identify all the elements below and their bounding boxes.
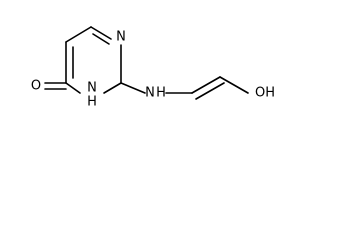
ring-nh-hydrogen-label: H	[87, 95, 97, 110]
amine-nitrogen-label: N	[145, 86, 155, 101]
ring-nh-nitrogen-label: N	[87, 81, 97, 96]
side-chain	[120, 76, 249, 100]
chemical-structure-diagram: N N H O N H OH	[31, 26, 275, 110]
bond-c2-n3	[103, 82, 122, 94]
bond-ch-ch-double-inner	[195, 82, 225, 100]
bond-ch-ch-double	[191, 76, 221, 94]
amine-hydrogen-label: H	[156, 86, 166, 101]
bond-c2-nh	[120, 82, 146, 94]
pyrimidine-ring	[65, 26, 122, 94]
bond-n3-c4	[65, 82, 81, 94]
hydroxyl-label: OH	[255, 86, 275, 101]
atom-labels: N N H O N H OH	[31, 30, 275, 110]
carbonyl-group	[44, 82, 67, 90]
bond-c6-n1-double-inner	[92, 33, 110, 45]
bond-c6-n1-double	[90, 26, 112, 40]
ring-nitrogen-label: N	[116, 30, 126, 45]
bond-ch-oh	[219, 76, 249, 94]
bond-c5-c6	[65, 26, 92, 43]
carbonyl-oxygen-label: O	[31, 79, 41, 94]
